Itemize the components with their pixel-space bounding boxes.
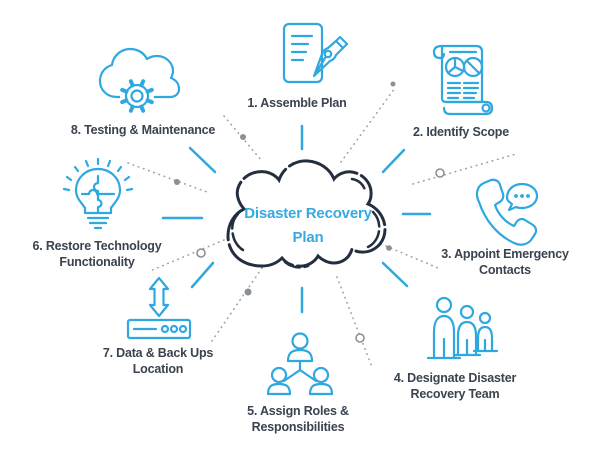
lightbulb-puzzle-icon — [59, 157, 137, 239]
step-label-4: 4. Designate Disaster Recovery Team — [393, 371, 517, 401]
connector-rings — [196, 168, 445, 343]
scroll-charts-icon — [420, 38, 496, 122]
central-title-line2: Plan — [292, 229, 324, 246]
step-label-7: 7. Data & Back Ups Location — [102, 346, 214, 376]
server-sync-icon — [120, 276, 198, 342]
phone-chat-icon — [465, 174, 543, 248]
step-label-3: 3. Appoint Emergency Contacts — [441, 247, 569, 277]
connector-dots — [174, 81, 396, 296]
central-title: Disaster Recovery Plan — [233, 202, 383, 250]
document-pen-icon — [270, 20, 350, 92]
step-label-6: 6. Restore Technology Functionality — [32, 239, 162, 269]
team-icon — [422, 293, 500, 369]
step-label-5: 5. Assign Roles & Responsibilities — [247, 404, 349, 434]
org-chart-icon — [258, 329, 342, 401]
cloud-gear-icon — [94, 44, 182, 122]
central-title-line1: Disaster Recovery — [244, 205, 372, 222]
step-label-1: 1. Assemble Plan — [247, 96, 347, 110]
step-label-2: 2. Identify Scope — [413, 125, 509, 139]
step-label-8: 8. Testing & Maintenance — [70, 123, 216, 137]
